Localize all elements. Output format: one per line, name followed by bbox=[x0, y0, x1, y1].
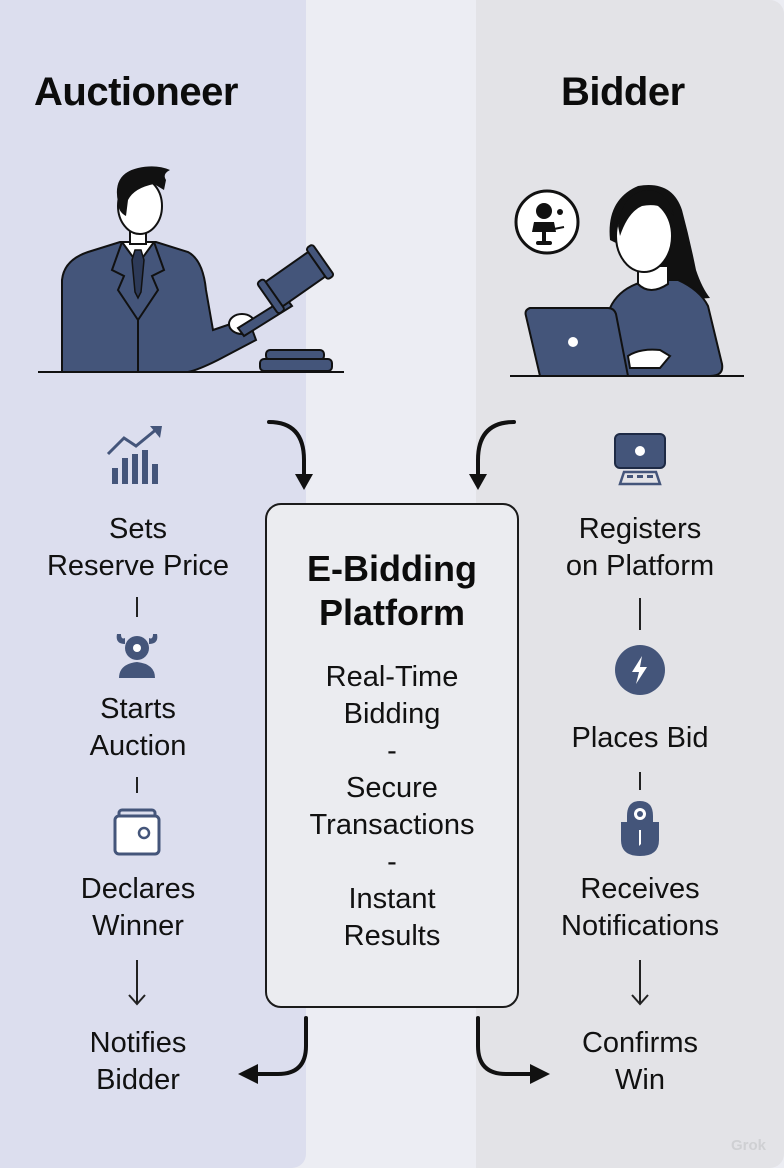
lightning-bolt-icon bbox=[615, 645, 665, 695]
connector-line bbox=[639, 598, 641, 630]
step-registers-on-platform: Registers on Platform bbox=[565, 513, 715, 582]
platform-title: E-Bidding Platform bbox=[307, 548, 477, 633]
bidder-heading: Bidder bbox=[561, 70, 685, 114]
step-receives-notifications: Receives Notifications bbox=[561, 873, 719, 942]
feature-instant-line1: Instant bbox=[348, 883, 436, 915]
platform-to-bidder-arrow bbox=[476, 1016, 534, 1076]
connector-line bbox=[639, 772, 641, 790]
auctioneer-arrowhead-icon bbox=[295, 474, 313, 490]
feature-real-time-line1: Real-Time bbox=[325, 661, 459, 693]
step-declares-winner: Declares Winner bbox=[80, 873, 196, 942]
step-confirms-win: Confirms Win bbox=[581, 1027, 698, 1096]
connector-line bbox=[136, 597, 138, 617]
arrows-out-of-platform bbox=[238, 1016, 550, 1084]
bar-chart-trending-icon bbox=[106, 426, 162, 484]
bidder-avatar-bubble-icon bbox=[514, 189, 580, 255]
auctioneer-avatar-icon bbox=[116, 634, 158, 678]
e-bidding-platform-box: E-Bidding Platform Real-Time Bidding - S… bbox=[265, 503, 519, 1008]
feature-instant-line2: Results bbox=[343, 920, 441, 952]
auctioneer-to-platform-arrow bbox=[267, 420, 306, 478]
feature-separator: - bbox=[387, 846, 397, 878]
auctioneer-heading: Auctioneer bbox=[34, 70, 238, 114]
feature-secure-line1: Secure bbox=[346, 772, 438, 804]
wallet-icon bbox=[113, 808, 161, 856]
platform-features: Real-Time Bidding - Secure Transactions … bbox=[267, 659, 517, 955]
platform-to-auctioneer-arrow bbox=[254, 1016, 308, 1076]
step-sets-reserve-price: Sets Reserve Price bbox=[46, 513, 230, 582]
step-starts-auction: Starts Auction bbox=[89, 693, 187, 762]
feature-real-time-line2: Bidding bbox=[343, 698, 441, 730]
step-notifies-bidder: Notifies Bidder bbox=[89, 1027, 187, 1096]
auctioneer-illustration bbox=[38, 166, 344, 373]
computer-monitor-icon bbox=[614, 433, 666, 486]
connector-line bbox=[136, 777, 138, 793]
grok-watermark: Grok bbox=[730, 1137, 766, 1154]
feature-separator: - bbox=[387, 735, 397, 767]
bidder-illustration bbox=[510, 185, 744, 377]
left-arrowhead-icon bbox=[238, 1064, 258, 1084]
down-arrow-icon bbox=[631, 960, 649, 1006]
feature-secure-line2: Transactions bbox=[309, 809, 475, 841]
down-arrow-icon bbox=[128, 960, 146, 1006]
bidder-to-platform-arrow bbox=[476, 420, 516, 478]
padlock-icon bbox=[621, 800, 659, 856]
right-arrowhead-icon bbox=[530, 1064, 550, 1084]
step-places-bid: Places Bid bbox=[571, 722, 709, 754]
bidder-arrowhead-icon bbox=[469, 474, 487, 490]
arrows-into-platform bbox=[267, 420, 516, 490]
